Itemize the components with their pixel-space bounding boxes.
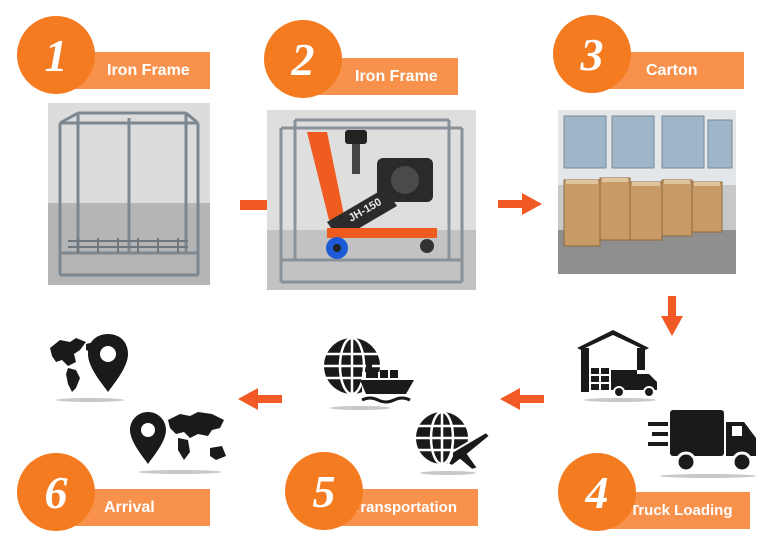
step-6-label-text: Arrival	[104, 498, 155, 516]
empty-iron-frame-image	[48, 103, 210, 285]
flow-arrow-4-to-5	[500, 388, 544, 410]
step-6-number: 6	[44, 466, 68, 518]
step-4-number-badge: 4	[558, 453, 636, 531]
machine-in-frame-image: JH-150	[267, 110, 476, 290]
step-6-number-badge: 6	[17, 453, 95, 531]
step-4-label-text: Truck Loading	[630, 502, 733, 519]
flow-arrow-2-to-3	[498, 193, 542, 215]
step-5-number-badge: 5	[285, 452, 363, 530]
world-map-pin-icon	[50, 334, 128, 402]
pin-world-map-icon	[130, 412, 226, 474]
step-3-number-badge: 3	[553, 15, 631, 93]
step-3-label-text: Carton	[646, 61, 698, 79]
flow-arrow-1-to-2	[240, 200, 268, 210]
step-2-number-badge: 2	[264, 20, 342, 98]
delivery-truck-icon	[648, 410, 756, 478]
step-2-label-text: Iron Frame	[355, 67, 438, 85]
cartons-warehouse-image	[558, 110, 736, 274]
cartons-warehouse-photo	[558, 110, 736, 274]
step-5-label-text: Transportation	[352, 499, 458, 516]
step-3-number: 3	[580, 28, 604, 80]
step-1-label-text: Iron Frame	[107, 61, 190, 79]
step-1-number-badge: 1	[17, 16, 95, 94]
step-5-number: 5	[312, 465, 336, 517]
step-4-number: 4	[585, 466, 609, 518]
globe-plane-icon	[416, 410, 492, 475]
flow-arrow-3-to-4	[661, 296, 683, 336]
step-2-number: 2	[291, 33, 315, 85]
machine-in-frame-photo: JH-150	[267, 110, 476, 290]
globe-ship-icon	[324, 336, 414, 410]
step-1-number: 1	[44, 29, 68, 81]
warehouse-truck-icon	[577, 330, 657, 402]
empty-iron-frame-photo	[48, 103, 210, 285]
flow-arrow-5-to-6	[238, 388, 282, 410]
